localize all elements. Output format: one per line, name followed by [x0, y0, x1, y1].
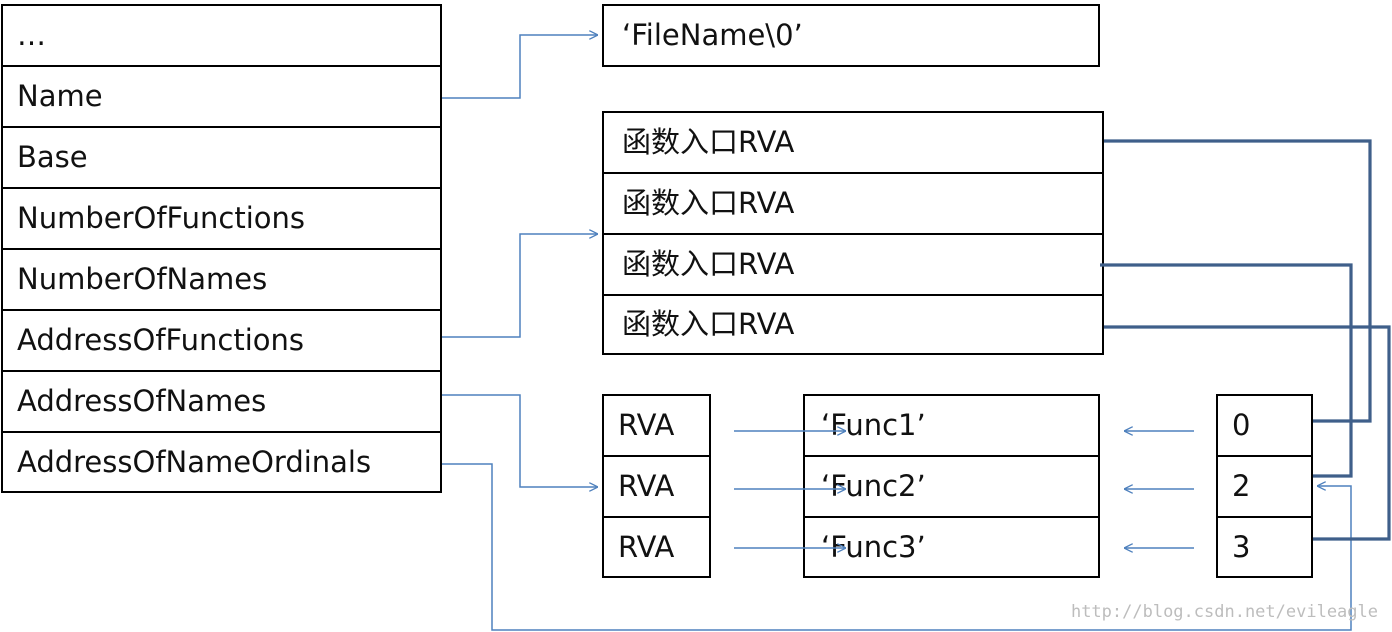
name-rva-entry: RVA	[602, 455, 711, 518]
field-ellipsis: …	[1, 4, 442, 67]
functions-pointer-arrow	[442, 234, 598, 338]
field-name: Name	[1, 65, 442, 128]
name-string-entry: ‘Func3’	[803, 516, 1100, 578]
watermark: http://blog.csdn.net/evileagle	[1070, 602, 1378, 622]
name-string-entry: ‘Func1’	[803, 394, 1100, 457]
name-to-filename-arrow	[442, 35, 598, 99]
field-address-of-functions: AddressOfFunctions	[1, 309, 442, 372]
function-rva-entry: 函数入口RVA	[602, 172, 1104, 235]
name-rva-entry: RVA	[602, 516, 711, 578]
ordinal-entry: 2	[1216, 455, 1313, 518]
ordinal-entry: 0	[1216, 394, 1313, 457]
names-pointer-arrow	[442, 394, 598, 487]
function-rva-entry: 函数入口RVA	[602, 233, 1104, 296]
ordinal-0-link	[1104, 139, 1372, 423]
field-base: Base	[1, 126, 442, 189]
field-number-of-names: NumberOfNames	[1, 248, 442, 311]
file-name-box: ‘FileName\0’	[602, 4, 1100, 67]
ordinal-entry: 3	[1216, 516, 1313, 578]
function-rva-entry: 函数入口RVA	[602, 111, 1104, 174]
name-string-entry: ‘Func2’	[803, 455, 1100, 518]
function-rva-entry: 函数入口RVA	[602, 294, 1104, 355]
field-number-of-functions: NumberOfFunctions	[1, 187, 442, 250]
field-address-of-names: AddressOfNames	[1, 370, 442, 433]
field-address-of-name-ordinals: AddressOfNameOrdinals	[1, 431, 442, 493]
name-rva-entry: RVA	[602, 394, 711, 457]
